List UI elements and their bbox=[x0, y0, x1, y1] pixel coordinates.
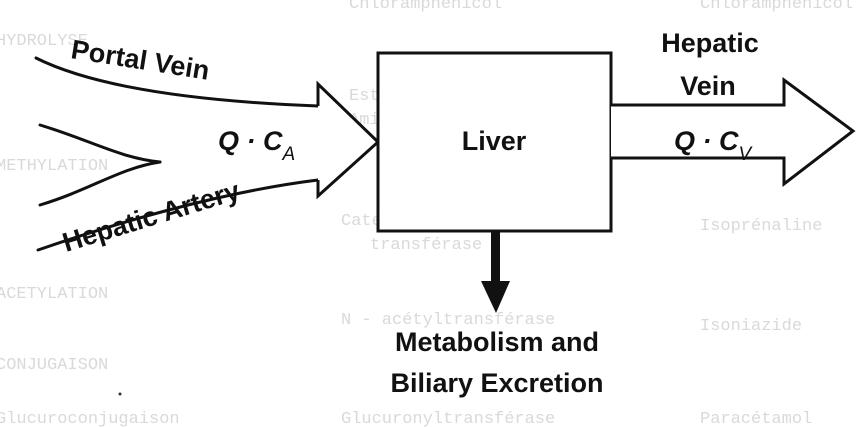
metabolism-label-line2: Biliary Excretion bbox=[390, 368, 603, 398]
outflow-formula-main: Q · C bbox=[674, 126, 739, 156]
middle-curve-upper bbox=[38, 123, 162, 164]
bg-text: N - acétyltransférase bbox=[341, 311, 555, 330]
bg-text: ACETYLATION bbox=[0, 285, 108, 304]
bg-text: Glucuroconjugaison bbox=[0, 410, 180, 427]
scan-speck bbox=[118, 392, 122, 396]
liver-box bbox=[376, 51, 613, 233]
bg-text: Chloramphénicol bbox=[349, 0, 502, 14]
outflow-formula-subscript: V bbox=[739, 144, 754, 165]
middle-curve-lower bbox=[38, 160, 162, 207]
portal-vein-curve bbox=[34, 56, 320, 108]
bg-text: Isoniazide bbox=[700, 317, 802, 336]
bg-text: METHYLATION bbox=[0, 157, 108, 176]
inflow-formula: Q · CA bbox=[218, 126, 295, 165]
bg-text: transférase bbox=[370, 236, 482, 255]
inflow-vessels bbox=[34, 56, 320, 252]
bg-text: Paracétamol bbox=[700, 410, 812, 427]
bg-text: Glucuronyltransférase bbox=[341, 410, 555, 427]
outflow-arrow bbox=[611, 77, 856, 188]
outflow-formula: Q · CV bbox=[674, 126, 754, 165]
bg-text: Chloramphénicol bbox=[700, 0, 853, 14]
liver-label: Liver bbox=[462, 126, 527, 156]
inflow-formula-subscript: A bbox=[282, 144, 296, 165]
metabolism-arrowhead bbox=[481, 281, 510, 313]
bg-text: HYDROLYSE bbox=[0, 32, 88, 51]
metabolism-arrow-shaft bbox=[491, 231, 500, 283]
hepatic-vein-label-line1: Hepatic bbox=[661, 28, 759, 58]
metabolism-arrow bbox=[481, 231, 510, 313]
hepatic-artery-curve bbox=[36, 178, 320, 252]
bg-text: CONJUGAISON bbox=[0, 356, 108, 375]
inflow-formula-main: Q · C bbox=[218, 126, 283, 156]
hepatic-vein-label-line2: Vein bbox=[680, 71, 736, 101]
bg-text: Isoprénaline bbox=[700, 217, 822, 236]
metabolism-label-line1: Metabolism and bbox=[395, 327, 599, 357]
